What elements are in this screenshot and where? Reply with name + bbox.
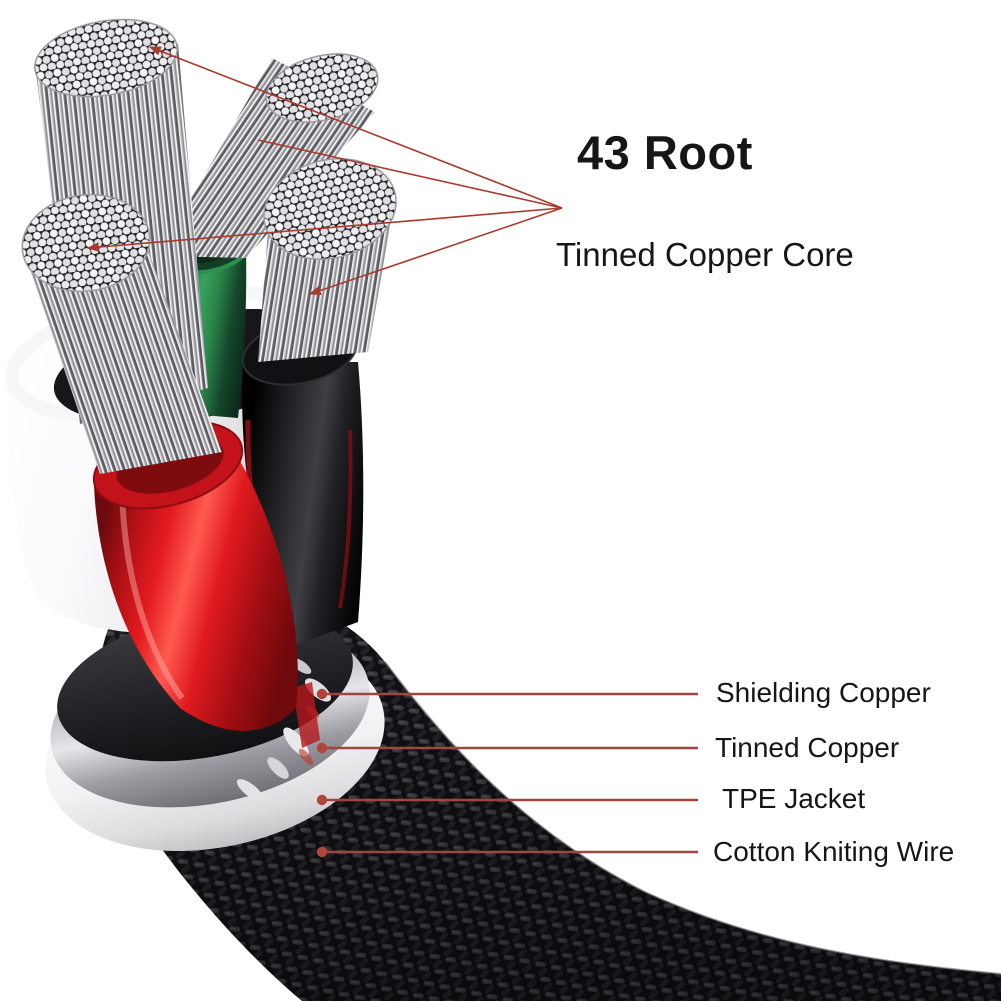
leader-dot-cotton-knitting-wire [316, 846, 328, 858]
leader-dots [316, 688, 328, 858]
leader-dot-tinned-copper [316, 742, 328, 754]
red-wire-reflection [293, 682, 320, 748]
pointer-line-bundle-top-center [257, 139, 563, 209]
pointer-line-bundle-front-left [86, 207, 563, 252]
pointer-line-bundle-top-right [308, 207, 563, 296]
wire-bundle-front-left [21, 193, 222, 474]
callout-tinned-copper: Tinned Copper [715, 732, 900, 763]
callout-tpe-jacket: TPE Jacket [722, 783, 866, 814]
leader-lines [322, 692, 698, 854]
heading-root-count: 43 Root [577, 126, 753, 179]
callout-cotton-knitting-wire: Cotton Kniting Wire [713, 836, 955, 867]
red-wire-highlight [119, 479, 185, 700]
pointer-line-bundle-rear-left [148, 46, 563, 209]
braid-top-highlight [384, 661, 1001, 975]
leader-dot-shielding-copper [316, 688, 328, 700]
callout-shielding-copper: Shielding Copper [716, 677, 931, 708]
subheading-tinned-copper-core: Tinned Copper Core [556, 236, 854, 273]
shield-strand-sparkles [236, 657, 332, 801]
leader-dot-tpe-jacket [316, 794, 328, 806]
wire-bundle-top-center [158, 53, 379, 258]
pointer-lines [86, 46, 563, 296]
